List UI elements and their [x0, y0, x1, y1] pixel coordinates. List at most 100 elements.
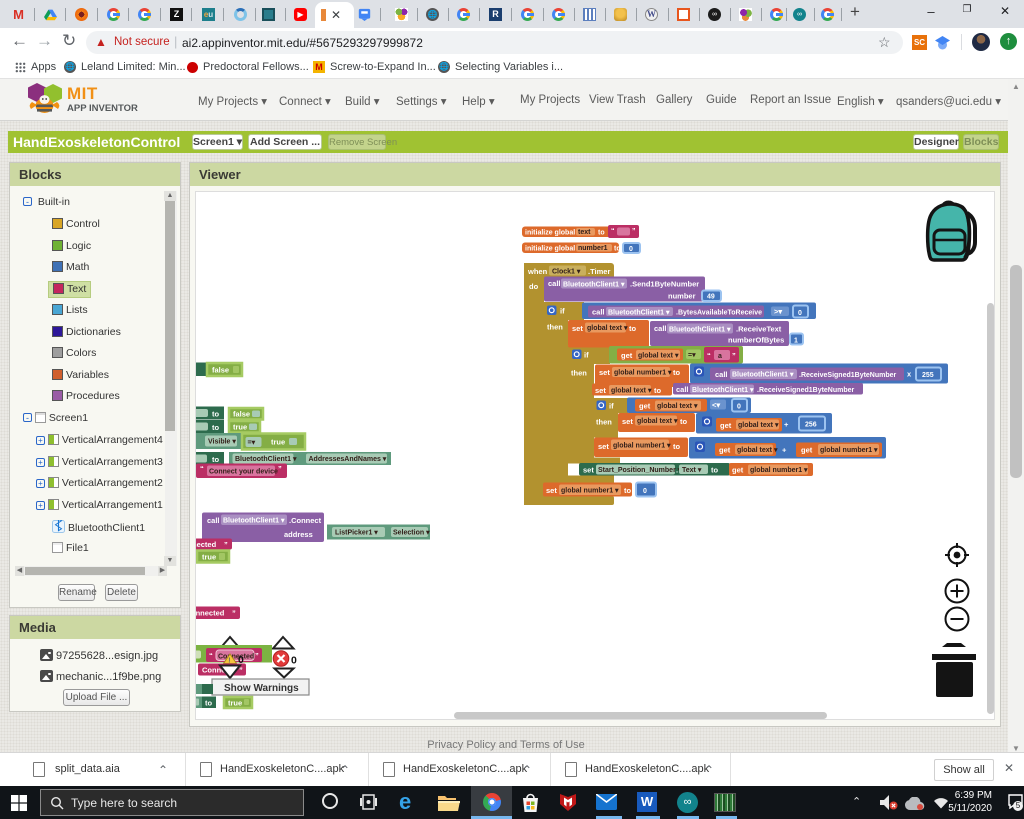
- svg-text:call: call: [676, 385, 689, 394]
- svg-text:to: to: [212, 455, 219, 464]
- svg-text:255: 255: [922, 372, 934, 379]
- svg-text:”: ”: [255, 651, 259, 660]
- svg-text:nected: nected: [196, 540, 217, 549]
- svg-text:.BytesAvailableToReceive: .BytesAvailableToReceive: [676, 310, 762, 317]
- svg-text:get: get: [639, 402, 651, 411]
- svg-text:set: set: [598, 442, 609, 451]
- svg-text:Show Warnings: Show Warnings: [224, 683, 299, 694]
- svg-text:then: then: [571, 369, 587, 378]
- svg-text:global number1 ▾: global number1 ▾: [613, 443, 671, 450]
- svg-text:.Connect: .Connect: [289, 516, 322, 525]
- svg-text:if: if: [609, 402, 614, 411]
- svg-text:true: true: [228, 699, 242, 708]
- svg-text:get: get: [621, 351, 633, 360]
- svg-text:BluetoothClient1 ▾: BluetoothClient1 ▾: [608, 310, 670, 317]
- svg-text:Clock1 ▾: Clock1 ▾: [552, 269, 581, 276]
- svg-text:global number1 ▾: global number1 ▾: [614, 370, 672, 377]
- svg-text:a: a: [718, 353, 722, 360]
- svg-text:+: +: [784, 420, 789, 429]
- svg-text:“: “: [200, 464, 204, 473]
- svg-text:to: to: [673, 368, 680, 377]
- svg-text:then: then: [547, 323, 563, 332]
- svg-text:initialize global: initialize global: [525, 246, 575, 253]
- svg-text:”: ”: [232, 609, 236, 618]
- svg-text:get: get: [720, 421, 732, 430]
- svg-text:.Timer: .Timer: [588, 267, 610, 276]
- svg-text:global text ▾: global text ▾: [738, 422, 779, 429]
- svg-text:.ReceiveSigned1ByteNumber: .ReceiveSigned1ByteNumber: [757, 387, 855, 394]
- svg-text:call: call: [592, 308, 605, 317]
- svg-text:”: ”: [632, 228, 636, 235]
- svg-text:do: do: [529, 282, 539, 291]
- svg-text:set: set: [583, 466, 594, 475]
- svg-text:global text ▾: global text ▾: [637, 418, 678, 425]
- svg-text:.ReceiveText: .ReceiveText: [736, 325, 782, 334]
- svg-text:”: ”: [732, 351, 736, 360]
- svg-text:BluetoothClient1 ▾: BluetoothClient1 ▾: [235, 456, 297, 463]
- svg-text:.Send1ByteNumber: .Send1ByteNumber: [630, 280, 699, 289]
- svg-text:+: +: [782, 446, 787, 455]
- svg-text:if: if: [584, 351, 589, 360]
- svg-text:number: number: [668, 292, 696, 301]
- svg-text:set: set: [546, 486, 557, 495]
- svg-text:.: .: [676, 466, 678, 475]
- svg-text:0: 0: [643, 488, 647, 495]
- svg-text:“: “: [707, 351, 711, 360]
- svg-text:global text ▾: global text ▾: [638, 353, 679, 360]
- svg-text:onnected: onnected: [196, 609, 225, 618]
- svg-text:0: 0: [737, 404, 741, 411]
- svg-text:call: call: [715, 370, 728, 379]
- svg-text:call: call: [654, 324, 667, 333]
- svg-text:global number1 ▾: global number1 ▾: [561, 488, 619, 495]
- svg-text:to: to: [680, 417, 687, 426]
- svg-text:call: call: [207, 516, 220, 525]
- svg-text:false: false: [233, 410, 250, 419]
- svg-text:if: if: [560, 307, 565, 316]
- svg-text:to: to: [205, 699, 212, 708]
- svg-text:Conne: Conne: [202, 666, 225, 675]
- svg-text:to: to: [673, 442, 680, 451]
- svg-text:global text ▾: global text ▾: [611, 388, 652, 395]
- svg-text:to: to: [212, 410, 219, 419]
- svg-text:numberOfBytes: numberOfBytes: [728, 336, 784, 345]
- svg-text:to: to: [711, 466, 718, 475]
- svg-text:when: when: [527, 267, 548, 276]
- svg-text:BluetoothClient1 ▾: BluetoothClient1 ▾: [223, 518, 285, 525]
- svg-text:get: get: [732, 466, 744, 475]
- svg-text:text: text: [578, 229, 591, 236]
- svg-text:=▾: =▾: [688, 352, 696, 359]
- svg-text:0: 0: [238, 654, 244, 666]
- svg-text:”: ”: [224, 540, 228, 549]
- svg-text:=▾: =▾: [248, 440, 256, 447]
- svg-text:set: set: [599, 368, 610, 377]
- svg-text:0: 0: [291, 655, 297, 667]
- svg-text:number1: number1: [578, 245, 608, 252]
- svg-text:get: get: [719, 446, 731, 455]
- svg-text:to: to: [629, 324, 636, 333]
- svg-text:”: ”: [239, 666, 243, 675]
- svg-text:BluetoothClient1 ▾: BluetoothClient1 ▾: [669, 327, 731, 334]
- svg-text:0: 0: [798, 310, 802, 317]
- svg-text:global number1 ▾: global number1 ▾: [820, 447, 878, 454]
- svg-text:ListPicker1 ▾: ListPicker1 ▾: [335, 530, 378, 537]
- svg-text:Selection ▾: Selection ▾: [393, 530, 430, 537]
- svg-text:AddressesAndNames ▾: AddressesAndNames ▾: [309, 456, 387, 463]
- svg-text:true: true: [202, 553, 216, 562]
- svg-text:set: set: [572, 324, 583, 333]
- svg-text:1: 1: [794, 338, 798, 345]
- svg-text:”: ”: [278, 464, 282, 473]
- svg-text:global text ▾: global text ▾: [657, 403, 698, 410]
- svg-text:BluetoothClient1 ▾: BluetoothClient1 ▾: [563, 282, 625, 289]
- svg-text:false: false: [212, 366, 229, 375]
- svg-text:“: “: [611, 228, 615, 235]
- svg-text:true: true: [233, 423, 247, 432]
- svg-text:then: then: [596, 418, 612, 427]
- svg-text:address: address: [284, 530, 313, 539]
- svg-text:to: to: [654, 386, 661, 395]
- svg-text:!: !: [228, 658, 230, 665]
- svg-text:true: true: [271, 438, 285, 447]
- svg-text:Connect your device: Connect your device: [209, 469, 278, 476]
- svg-text:Start_Position_Number ▾: Start_Position_Number ▾: [598, 467, 682, 474]
- svg-text:<▾: <▾: [712, 401, 721, 410]
- svg-text:call: call: [548, 279, 561, 288]
